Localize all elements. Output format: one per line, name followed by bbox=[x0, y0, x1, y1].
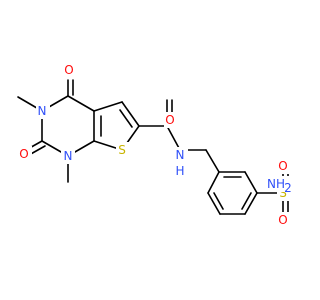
bond-bz-inner1 bbox=[213, 192, 224, 210]
bond-bz5 bbox=[244, 171, 258, 194]
atom-nitrogen-n1: N bbox=[64, 149, 73, 163]
bond-bz4 bbox=[244, 192, 258, 215]
label-bg bbox=[174, 163, 188, 179]
label-bg bbox=[164, 112, 178, 128]
bond-bz2 bbox=[207, 192, 221, 215]
label-bg bbox=[116, 142, 130, 158]
bond-camide-n bbox=[166, 125, 181, 151]
bond-c4-c4a bbox=[67, 95, 95, 112]
label-bg bbox=[62, 62, 76, 78]
atom-sulfur-sulfonyl: S bbox=[279, 186, 287, 200]
bond-c5-c6-double bbox=[119, 109, 133, 128]
atom-nitrogen-amide: N bbox=[176, 148, 185, 162]
bond-c4a-c5 bbox=[93, 101, 123, 112]
atom-labels: O N O N S O N H S O O NH 2 bbox=[18, 62, 292, 228]
atom-nitrogen-n3: N bbox=[38, 104, 47, 118]
bond-bz-inner2 bbox=[241, 192, 252, 210]
atom-oxygen-c4: O bbox=[64, 63, 73, 77]
atom-oxygen-sulfonyl-bottom: O bbox=[278, 213, 287, 227]
bond-bz1 bbox=[207, 171, 220, 194]
atom-oxygen-sulfonyl-top: O bbox=[278, 159, 287, 173]
label-bg bbox=[61, 148, 75, 164]
label-bg bbox=[277, 158, 291, 174]
bond-ch2-ch2 bbox=[205, 149, 220, 173]
bond-group bbox=[17, 79, 289, 221]
atom-sulfur-thiophene: S bbox=[118, 143, 126, 157]
atom-hydrogen-amide: H bbox=[175, 164, 184, 178]
atom-amine-nh: NH bbox=[267, 177, 285, 191]
label-bg bbox=[174, 147, 188, 163]
atom-amine-subscript: 2 bbox=[284, 181, 292, 195]
atom-oxygen-c2: O bbox=[19, 147, 28, 161]
label-bg bbox=[277, 212, 291, 228]
label-bg bbox=[36, 103, 50, 119]
molecule-canvas: O N O N S O N H S O O NH 2 bbox=[17, 62, 292, 228]
molecule-structure: O N O N S O N H S O O NH 2 bbox=[17, 62, 292, 228]
bond-c5-c6 bbox=[121, 101, 140, 127]
atom-oxygen-amide: O bbox=[165, 113, 174, 127]
label-bg bbox=[18, 146, 32, 162]
label-bg bbox=[268, 176, 292, 192]
